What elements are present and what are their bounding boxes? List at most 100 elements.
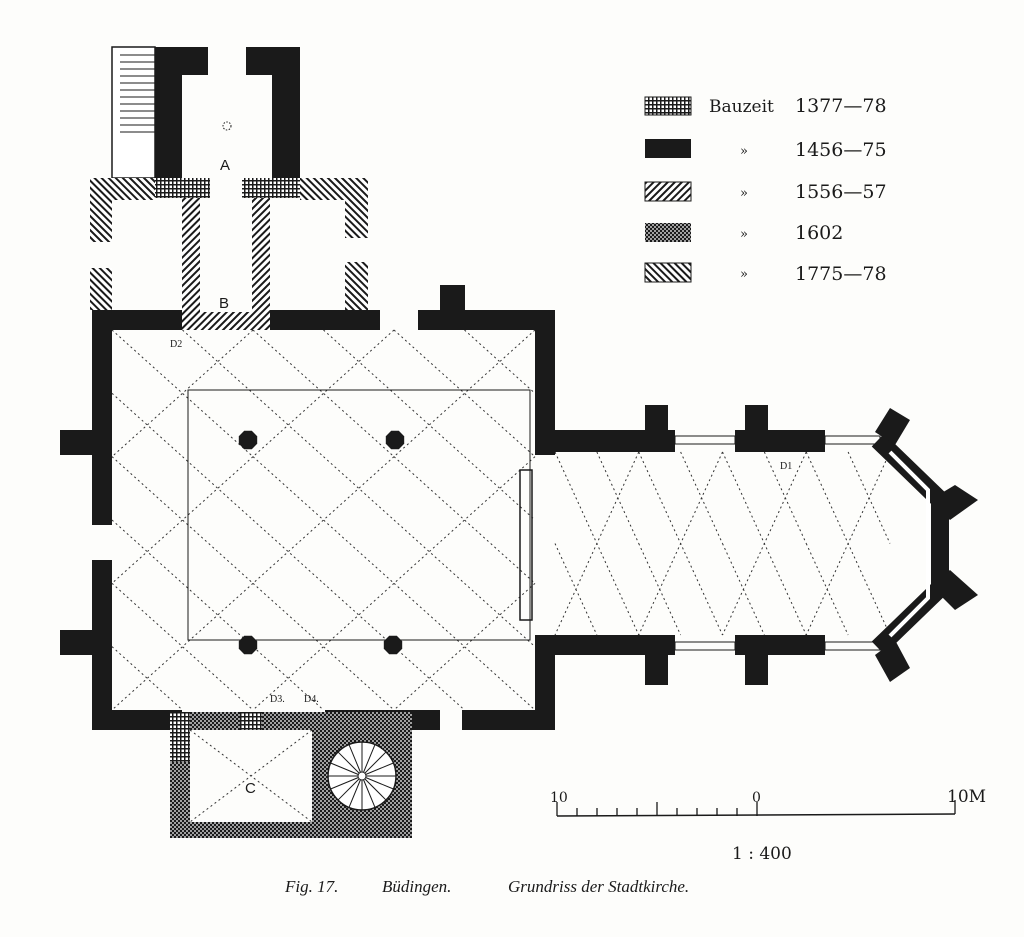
vault-rib <box>847 451 891 544</box>
spiral-step <box>337 775 363 801</box>
vault-rib <box>111 456 254 584</box>
room-label-c: C <box>245 780 256 797</box>
legend-prefix: Bauzeit <box>709 97 774 117</box>
legend-years: 1377—78 <box>795 95 887 117</box>
legend-prefix: » <box>740 227 748 242</box>
vault-rib <box>111 329 254 458</box>
room-label-b: B <box>219 295 229 312</box>
figure-caption: Fig. 17. Büdingen. Grundriss der Stadtki… <box>284 877 689 896</box>
vault-ribs <box>111 329 891 711</box>
vault-rib <box>252 329 395 458</box>
vault-rib <box>464 329 536 394</box>
vault-rib <box>323 582 395 648</box>
vault-rib <box>111 329 254 458</box>
pillar <box>385 430 405 450</box>
vault-rib <box>554 451 640 636</box>
spiral-step <box>361 751 387 777</box>
vault-rib <box>252 646 324 711</box>
legend: Bauzeit 1377—78 » 1456—75 » 1556—57 » 16… <box>644 95 887 285</box>
scale-bar: 10 0 10M 1 : 400 <box>550 787 986 864</box>
vault-rib <box>805 451 891 636</box>
vault-rib <box>182 456 254 521</box>
legend-years: 1556—57 <box>795 181 887 203</box>
caption-place: Büdingen. <box>382 877 451 896</box>
legend-swatch-hatch-right <box>644 181 692 202</box>
door-label-d3: D3. <box>270 694 285 705</box>
annex-b <box>90 178 368 330</box>
vault-rib <box>464 456 536 521</box>
vault-rib <box>182 329 254 394</box>
room-label-a: A <box>220 157 230 174</box>
vault-rib <box>393 456 536 584</box>
pillar <box>383 635 403 655</box>
annex-c <box>170 712 412 838</box>
legend-years: 1456—75 <box>795 139 887 161</box>
vault-rib <box>393 646 465 711</box>
vault-rib <box>680 451 723 544</box>
vault-rib <box>393 582 536 711</box>
scale-ratio: 1 : 400 <box>732 844 792 864</box>
vault-rib <box>111 392 183 458</box>
vault-rib <box>111 456 254 584</box>
spiral-step <box>330 775 363 790</box>
door-label-d2: D2 <box>170 339 182 350</box>
spiral-step <box>361 775 376 808</box>
legend-years: 1602 <box>795 222 843 244</box>
vault-rib <box>805 543 849 636</box>
tower-stair <box>111 46 156 179</box>
vault-rib <box>252 519 324 584</box>
gallery-outline <box>187 389 531 641</box>
legend-prefix: » <box>740 144 748 159</box>
vault-rib <box>464 582 536 648</box>
spiral-step <box>337 751 363 777</box>
vault-rib <box>323 329 395 394</box>
vault-rib <box>323 456 395 521</box>
tower-a <box>111 46 300 198</box>
legend-swatch-solid <box>645 139 691 158</box>
legend-swatch-dots <box>645 223 691 242</box>
spiral-step <box>361 762 394 777</box>
vault-rib <box>111 519 183 584</box>
caption-title: Grundriss der Stadtkirche. <box>508 877 689 896</box>
door-label-d1: D1 <box>780 461 792 472</box>
scale-left-label: 10 <box>550 790 568 806</box>
vault-rib <box>182 582 254 648</box>
vault-rib <box>252 456 395 584</box>
legend-prefix: » <box>740 267 748 282</box>
choir-walls <box>555 405 978 685</box>
pillar <box>238 635 258 655</box>
vault-rib <box>393 582 536 711</box>
vault-rib <box>393 329 536 458</box>
vault-rib <box>638 543 682 636</box>
spiral-step <box>330 762 363 777</box>
spiral-step <box>361 744 376 777</box>
vault-rib <box>722 451 807 636</box>
pillars <box>238 430 405 655</box>
scale-right-label: 10M <box>947 787 986 807</box>
vault-rib <box>763 451 807 544</box>
vault-rib <box>393 456 536 584</box>
spiral-step <box>348 775 363 808</box>
vault-rib <box>596 451 640 544</box>
spiral-step <box>348 744 363 777</box>
vault-rib <box>393 329 536 458</box>
vault-rib <box>111 646 183 711</box>
vault-rib <box>252 329 395 458</box>
nave-walls <box>60 285 555 730</box>
vault-rib <box>252 456 395 584</box>
legend-swatch-grid <box>644 96 692 116</box>
caption-fig: Fig. 17. <box>284 877 338 896</box>
spiral-step <box>361 775 387 801</box>
legend-prefix: » <box>740 186 748 201</box>
vault-rib <box>252 582 395 711</box>
door-label-d4: D4. <box>304 694 319 705</box>
pillar <box>238 430 258 450</box>
vault-rib <box>252 392 324 458</box>
legend-swatch-hatch-left <box>644 262 692 283</box>
spiral-step <box>361 775 394 790</box>
vault-rib <box>111 582 254 711</box>
vault-rib <box>638 451 723 636</box>
vault-rib <box>554 543 598 636</box>
